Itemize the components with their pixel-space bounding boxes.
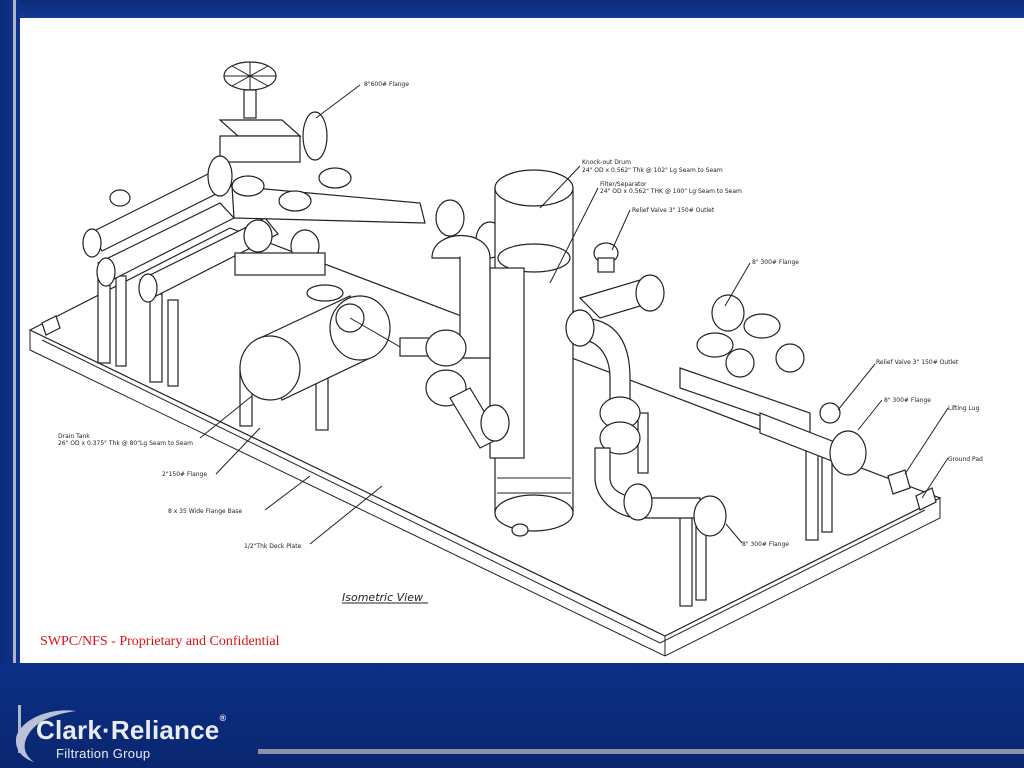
logo-subtitle: Filtration Group — [56, 746, 151, 761]
gate-valve-top — [207, 61, 328, 197]
label-drain-tank-spec: 26" OD x 0.375" Thk @ 80"Lg Seam to Seam — [58, 440, 193, 447]
label-flange-600: 8"600# Flange — [364, 81, 409, 88]
label-flange-300-bottom: 8" 300# Flange — [742, 541, 789, 548]
diagram-labels: 8"600# Flange Knock-out Drum 24" OD x 0.… — [58, 81, 983, 604]
view-title: Isometric View — [342, 591, 423, 604]
label-filter-separator: Filter/Separator — [600, 181, 647, 188]
confidentiality-caption: SWPC/NFS - Proprietary and Confidential — [40, 634, 280, 649]
lifting-lug-right — [887, 469, 937, 511]
logo-swoosh-icon — [15, 710, 76, 762]
label-flange-300-top: 8" 300# Flange — [752, 259, 799, 266]
label-ground-pad: Ground Pad — [948, 456, 983, 463]
left-band — [0, 0, 20, 768]
label-filter-separator-spec: 24" OD x 0.562" THK @ 100" Lg Seam to Se… — [600, 188, 742, 195]
label-relief-valve-right: Relief Valve 3" 150# Outlet — [876, 359, 959, 366]
label-knockout-drum-spec: 24" OD x 0.562" Thk @ 102" Lg Seam to Se… — [582, 167, 723, 174]
isometric-diagram: 8"600# Flange Knock-out Drum 24" OD x 0.… — [28, 61, 983, 657]
label-knockout-drum: Knock-out Drum — [582, 159, 631, 166]
logo-name: Clark·Reliance® — [36, 713, 227, 745]
knockout-drum — [494, 169, 574, 537]
control-valves-right — [679, 294, 867, 476]
company-logo: Clark·Reliance® Filtration Group — [14, 707, 264, 765]
leader-lines — [199, 84, 949, 604]
label-flange-base: 8 x 35 Wide Flange Base — [168, 508, 243, 515]
lifting-lug-left — [41, 315, 61, 336]
filter-separator — [425, 235, 525, 459]
label-lifting-lug: Lifting Lug — [948, 405, 980, 412]
label-relief-valve-top: Relief Valve 3" 150# Outlet — [632, 207, 715, 214]
left-rule — [13, 0, 16, 705]
top-band — [0, 0, 1024, 18]
label-flange-300-right: 8" 300# Flange — [884, 397, 931, 404]
outlet-piping-right — [565, 274, 727, 537]
footer-rule — [258, 749, 1024, 754]
drain-tank — [239, 284, 435, 401]
label-deck-plate: 1/2"Thk Deck Plate — [244, 543, 302, 550]
footer-rule-left — [18, 705, 21, 753]
label-flange-150: 2"150# Flange — [162, 471, 207, 478]
relief-valve-top — [593, 242, 619, 273]
control-valves-left — [109, 167, 352, 276]
label-drain-tank: Drain Tank — [58, 433, 90, 440]
